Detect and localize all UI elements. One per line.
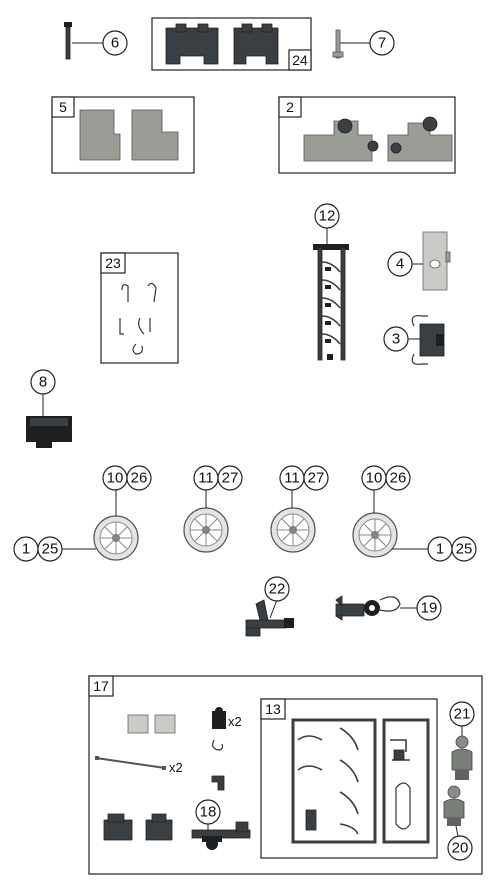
part-17-hook [212,739,224,751]
svg-text:25: 25 [42,541,59,558]
qty-lamp: x2 [228,714,242,729]
svg-text:19: 19 [421,600,438,617]
tag-13: 13 [260,698,286,720]
part-18-lever [191,821,251,850]
part-17-lamp [212,707,226,729]
callout-20: 20 [447,835,473,861]
svg-text:12: 12 [319,208,336,225]
callout-12: 12 [314,203,340,229]
callout-26-left: 26 [126,465,152,491]
tag-17: 17 [88,675,114,697]
callout-8: 8 [30,369,56,395]
part-24-brackets [165,23,279,65]
part-13-sprue-right [382,718,430,844]
callout-10-right: 10 [361,465,387,491]
svg-text:26: 26 [131,470,148,487]
part-17-bracket [211,775,225,791]
callout-19: 19 [416,595,442,621]
part-23-wires [119,282,157,355]
svg-text:20: 20 [452,840,469,857]
frame-17 [88,675,483,875]
svg-text:10: 10 [107,470,124,487]
part-22-coupler [245,599,294,637]
callout-26-right: 26 [385,465,411,491]
callout-18: 18 [195,799,221,825]
tag-2: 2 [278,96,302,118]
part-8-block [26,416,72,448]
tag-23: 23 [100,252,126,274]
svg-text:26: 26 [390,470,407,487]
callout-1-right: 1 [427,536,453,562]
part-3-coupler-bracket [411,315,445,365]
svg-text:17: 17 [93,678,109,694]
part-17-rod [95,756,166,770]
part-6-screw [64,22,72,60]
wheel-10-26-right [352,512,398,558]
svg-text:13: 13 [265,701,281,717]
callout-6: 6 [102,30,128,56]
callout-1-left: 1 [13,536,39,562]
svg-text:2: 2 [286,99,294,115]
svg-text:6: 6 [111,35,119,52]
part-4-plate [422,231,451,291]
svg-text:11: 11 [284,470,300,487]
tag-5: 5 [51,96,75,118]
svg-text:27: 27 [308,470,325,487]
part-13-sprue-left [291,718,377,844]
part-2-truck-frames [303,116,453,162]
svg-text:21: 21 [454,706,471,723]
callout-27-left: 27 [217,465,243,491]
frame-24 [151,17,312,71]
part-21-figure [451,735,473,780]
part-19-coupler [335,595,401,621]
frame-2 [278,96,456,174]
callout-27-right: 27 [303,465,329,491]
svg-text:18: 18 [200,804,217,821]
part-7-pin [332,29,344,59]
qty-rod: x2 [169,760,183,775]
wheel-11-27-right [270,507,316,553]
callout-4: 4 [387,251,413,277]
svg-text:22: 22 [269,581,286,598]
callout-25-right: 25 [451,536,477,562]
svg-text:5: 5 [59,99,67,115]
callout-11-left: 11 [193,465,219,491]
callout-11-right: 11 [279,465,305,491]
svg-text:10: 10 [366,470,383,487]
part-20-figure [443,785,465,826]
svg-text:24: 24 [292,52,308,68]
part-17-plates [127,714,176,734]
svg-text:4: 4 [396,256,404,273]
svg-text:7: 7 [378,35,386,52]
svg-text:3: 3 [392,331,400,348]
wheel-11-27-left [183,507,229,553]
callout-21: 21 [449,701,475,727]
callout-25-left: 25 [37,536,63,562]
svg-text:1: 1 [22,541,30,558]
svg-text:11: 11 [198,470,214,487]
part-5-plates [79,109,179,161]
frame-23 [100,252,179,364]
svg-text:23: 23 [105,255,121,271]
svg-text:25: 25 [456,541,473,558]
frame-5 [51,96,195,174]
svg-text:8: 8 [39,374,47,391]
svg-text:27: 27 [222,470,239,487]
wheel-10-26-left [93,515,139,561]
svg-text:1: 1 [436,541,444,558]
part-17-steps [103,813,173,841]
frame-13 [260,698,438,859]
callout-7: 7 [369,30,395,56]
tag-24: 24 [288,49,312,71]
part-12-ladder-sprue [313,244,349,361]
callout-10-left: 10 [102,465,128,491]
callout-3: 3 [383,326,409,352]
callout-22: 22 [264,576,290,602]
